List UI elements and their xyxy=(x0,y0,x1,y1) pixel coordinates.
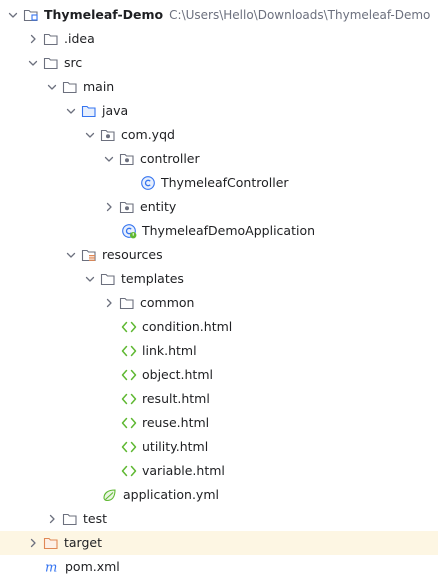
tree-node-label: object.html xyxy=(142,367,213,382)
tree-node-controller[interactable]: controller xyxy=(0,147,438,171)
tree-node-app-class[interactable]: ThymeleafDemoApplication xyxy=(0,219,438,243)
tree-node-application-yml[interactable]: application.yml xyxy=(0,483,438,507)
package-icon xyxy=(100,127,116,143)
tree-node-src[interactable]: src xyxy=(0,51,438,75)
html-file-icon xyxy=(121,319,137,335)
tree-node-label: target xyxy=(64,535,103,550)
chevron-right-icon[interactable] xyxy=(101,199,117,215)
chevron-down-icon[interactable] xyxy=(101,151,117,167)
html-file-icon xyxy=(121,343,137,359)
folder-icon xyxy=(43,31,59,47)
spring-boot-class-icon xyxy=(121,223,137,239)
chevron-down-icon[interactable] xyxy=(63,103,79,119)
tree-node-label: main xyxy=(83,79,115,94)
chevron-down-icon[interactable] xyxy=(5,7,21,23)
folder-icon xyxy=(62,79,78,95)
tree-node-label: utility.html xyxy=(142,439,209,454)
tree-node-label: java xyxy=(102,103,129,118)
tree-node-result-html[interactable]: result.html xyxy=(0,387,438,411)
tree-node-root[interactable]: Thymeleaf-Demo C:\Users\Hello\Downloads\… xyxy=(0,3,438,27)
chevron-right-icon[interactable] xyxy=(25,31,41,47)
tree-node-common[interactable]: common xyxy=(0,291,438,315)
html-file-icon xyxy=(121,391,137,407)
chevron-down-icon[interactable] xyxy=(44,79,60,95)
svg-text:m: m xyxy=(45,561,57,576)
tree-node-label: application.yml xyxy=(123,487,219,502)
chevron-right-icon[interactable] xyxy=(25,535,41,551)
tree-node-resources[interactable]: resources xyxy=(0,243,438,267)
tree-node-label: test xyxy=(83,511,108,526)
tree-node-label: condition.html xyxy=(142,319,233,334)
folder-icon xyxy=(62,511,78,527)
html-file-icon xyxy=(121,415,137,431)
html-file-icon xyxy=(121,439,137,455)
chevron-down-icon[interactable] xyxy=(25,55,41,71)
yaml-file-icon xyxy=(102,487,118,503)
tree-node-templates[interactable]: templates xyxy=(0,267,438,291)
source-root-icon xyxy=(81,103,97,119)
tree-node-test[interactable]: test xyxy=(0,507,438,531)
chevron-down-icon[interactable] xyxy=(82,271,98,287)
class-icon xyxy=(140,175,156,191)
tree-node-reuse-html[interactable]: reuse.html xyxy=(0,411,438,435)
tree-node-utility-html[interactable]: utility.html xyxy=(0,435,438,459)
folder-icon xyxy=(43,55,59,71)
tree-node-target[interactable]: target xyxy=(0,531,438,555)
tree-node-label: Thymeleaf-Demo xyxy=(44,7,164,22)
project-path: C:\Users\Hello\Downloads\Thymeleaf-Demo xyxy=(169,8,431,22)
tree-node-label: src xyxy=(64,55,83,70)
tree-node-label: variable.html xyxy=(142,463,225,478)
tree-node-link-html[interactable]: link.html xyxy=(0,339,438,363)
html-file-icon xyxy=(121,463,137,479)
tree-node-label: common xyxy=(140,295,195,310)
maven-pom-icon: m xyxy=(44,559,60,576)
excluded-folder-icon xyxy=(43,535,59,551)
chevron-down-icon[interactable] xyxy=(63,247,79,263)
tree-node-label: ThymeleafDemoApplication xyxy=(142,223,316,238)
folder-icon xyxy=(100,271,116,287)
package-icon xyxy=(119,199,135,215)
chevron-right-icon[interactable] xyxy=(44,511,60,527)
folder-icon xyxy=(119,295,135,311)
tree-node-label: com.yqd xyxy=(121,127,175,142)
tree-node-controller-class[interactable]: ThymeleafController xyxy=(0,171,438,195)
tree-node-label: controller xyxy=(140,151,200,166)
tree-node-label: reuse.html xyxy=(142,415,210,430)
tree-node-label: pom.xml xyxy=(65,559,120,574)
tree-node-label: templates xyxy=(121,271,184,286)
package-icon xyxy=(119,151,135,167)
tree-node-label: resources xyxy=(102,247,163,262)
tree-node-package[interactable]: com.yqd xyxy=(0,123,438,147)
tree-node-label: .idea xyxy=(64,31,95,46)
chevron-right-icon[interactable] xyxy=(101,295,117,311)
tree-node-pom[interactable]: m pom.xml xyxy=(0,555,438,579)
tree-node-object-html[interactable]: object.html xyxy=(0,363,438,387)
tree-node-java[interactable]: java xyxy=(0,99,438,123)
module-icon xyxy=(23,7,39,23)
tree-node-label: ThymeleafController xyxy=(161,175,289,190)
tree-node-label: result.html xyxy=(142,391,210,406)
tree-node-label: entity xyxy=(140,199,177,214)
chevron-down-icon[interactable] xyxy=(82,127,98,143)
tree-node-main[interactable]: main xyxy=(0,75,438,99)
tree-node-idea[interactable]: .idea xyxy=(0,27,438,51)
tree-node-label: link.html xyxy=(142,343,197,358)
tree-node-variable-html[interactable]: variable.html xyxy=(0,459,438,483)
html-file-icon xyxy=(121,367,137,383)
tree-node-condition-html[interactable]: condition.html xyxy=(0,315,438,339)
resources-root-icon xyxy=(81,247,97,263)
tree-node-entity[interactable]: entity xyxy=(0,195,438,219)
